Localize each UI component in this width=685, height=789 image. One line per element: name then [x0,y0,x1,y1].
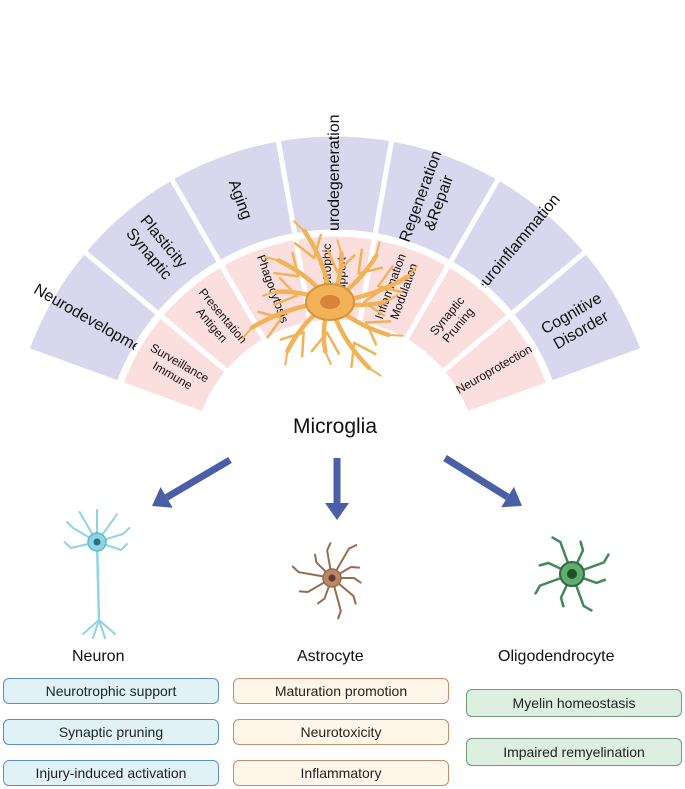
arrow-shaft [164,456,232,501]
arrow-head [152,487,173,508]
microglia-branch [257,310,283,320]
astrocyte-process [331,544,358,579]
astrocyte-label: Astrocyte [297,648,364,665]
microglia-branch [362,300,386,317]
microglia-branch [406,264,419,278]
microglia-branch [291,251,300,278]
astrocyte-nucleus [328,574,336,582]
microglia-cell-icon [241,220,419,377]
microglia-branch [365,320,392,324]
neuron-axon [95,541,101,621]
microglia-branch [357,266,384,275]
astrocyte-process [331,577,342,620]
neuron-function-box: Neurotrophic support [3,678,219,704]
microglia-branch [384,294,399,303]
neuron-label: Neuron [72,648,125,665]
microglia-branch [324,350,332,366]
microglia-branch [264,256,280,262]
inner-ring-segment [438,311,553,418]
microglia-branch [278,276,298,297]
astrocyte-icon [291,542,362,620]
arrow-shaft [443,455,510,500]
neuron-terminal [98,619,116,635]
microglia-branch [261,290,278,297]
arrow-head [325,503,349,520]
neuron-icon [63,509,131,639]
microglia-branch [336,239,343,255]
neuron-nucleus [93,538,101,546]
neuron-terminal [98,619,106,639]
microglia-branch [365,321,378,346]
arrow-head [501,486,522,508]
microglia-branch [293,242,316,260]
oligodendrocyte-label: Oligodendrocyte [498,648,615,665]
oligodendrocyte-function-box: Impaired remyelination [466,738,682,766]
neuron-terminal [92,619,100,639]
oligodendrocyte-icon [534,536,610,612]
microglia-branch [273,294,298,307]
microglia-branch [325,331,341,355]
microglia-branch [377,265,394,288]
microglia-branch [367,366,382,377]
microglia-branch [312,233,323,260]
outer-ring-label: Neurodegeneration [326,115,343,252]
arrows [152,455,522,520]
microglia-branch [335,254,356,274]
microglia-branch [377,284,403,294]
microglia-branch [350,341,356,368]
microglia-branch [375,241,381,257]
neuron-terminal [82,619,100,635]
oligodendrocyte-nucleus [567,569,577,579]
microglia-branch [357,248,364,275]
microglia-branch [241,326,254,340]
microglia-branch [310,331,329,353]
microglia-branch [266,316,283,339]
microglia-branch [387,333,404,337]
microglia-branch [279,331,305,341]
neuron-function-box: Synaptic pruning [3,719,219,745]
center-label: Microglia [293,415,377,438]
microglia-branch [293,220,306,232]
microglia-branch [273,271,300,278]
astrocyte-process [291,565,333,579]
oligodendrocyte-function-box: Myelin homeostasis [466,689,682,717]
astrocyte-function-box: Maturation promotion [233,678,449,704]
astrocyte-function-box: Neurotoxicity [233,719,449,745]
microglia-nucleus [320,295,340,309]
microglia-branch [284,349,289,366]
microglia-branch [326,248,339,274]
microglia-branch [300,331,305,358]
neuron-function-box: Injury-induced activation [3,760,219,786]
microglia-branch [352,341,377,356]
astrocyte-function-box: Inflammatory [233,760,449,786]
